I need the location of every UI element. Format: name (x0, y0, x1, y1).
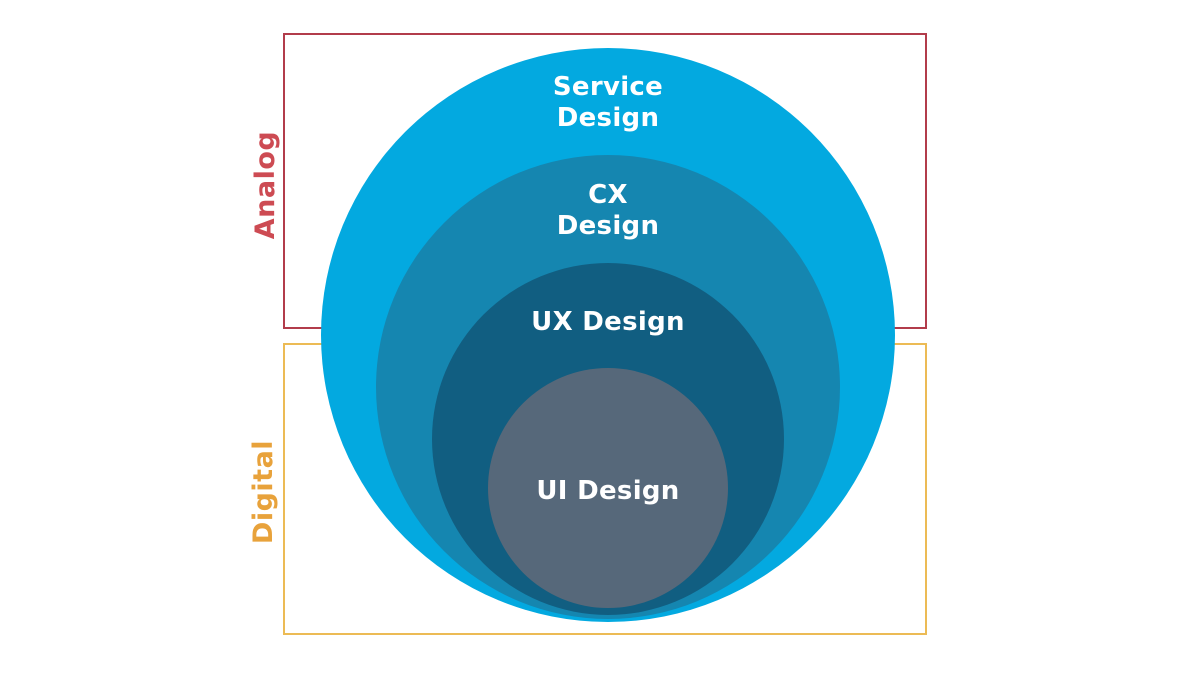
ui-design-circle (488, 368, 728, 608)
ux-design-label: UX Design (531, 307, 685, 337)
service-design-label: Service Design (552, 72, 664, 133)
cx-design-label: CX Design (556, 180, 660, 241)
analog-region-label: Analog (249, 130, 281, 240)
ui-design-label: UI Design (536, 476, 680, 506)
digital-region-label: Digital (247, 439, 279, 545)
